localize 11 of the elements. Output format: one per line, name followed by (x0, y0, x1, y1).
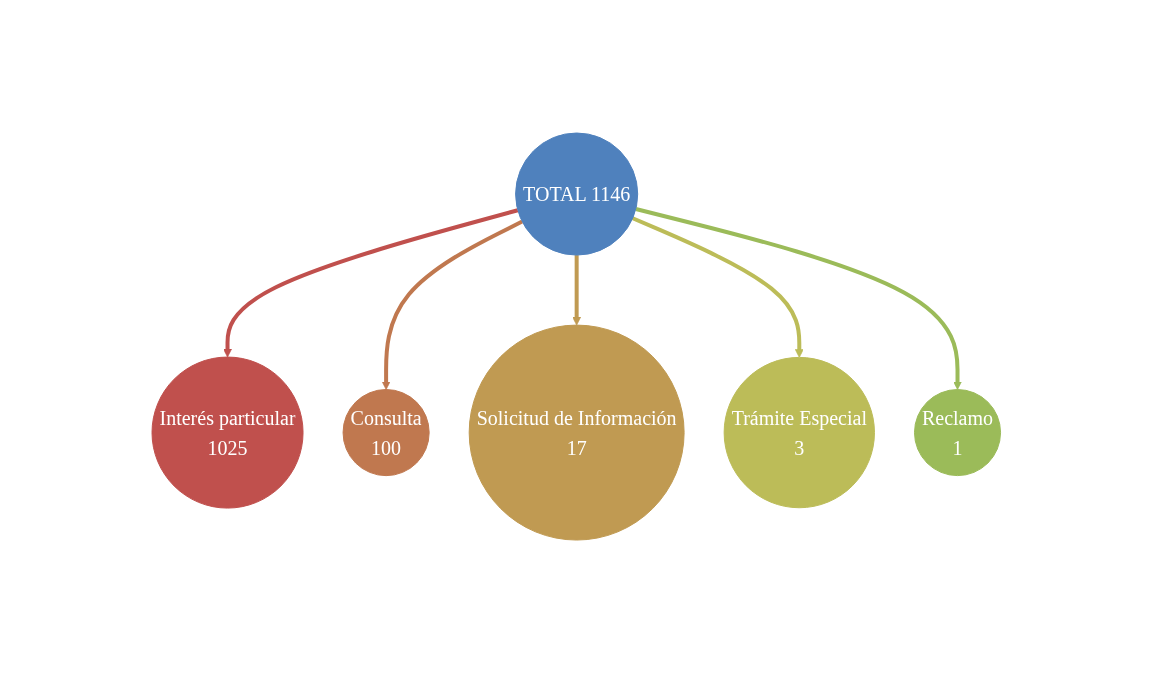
node-circle: Reclamo 1 (914, 389, 1002, 477)
arrow (632, 216, 804, 358)
arrow (635, 207, 963, 390)
node-circle: Solicitud de Información 17 (468, 324, 685, 541)
arrow (223, 208, 519, 358)
node-circle: Trámite Especial 3 (723, 356, 876, 509)
node-circle: Consulta 100 (342, 389, 430, 477)
node-circle: Interés particular 1025 (151, 356, 304, 509)
arrow (381, 219, 524, 390)
node-circle: TOTAL 1146 (515, 132, 639, 256)
arrow (572, 255, 582, 326)
